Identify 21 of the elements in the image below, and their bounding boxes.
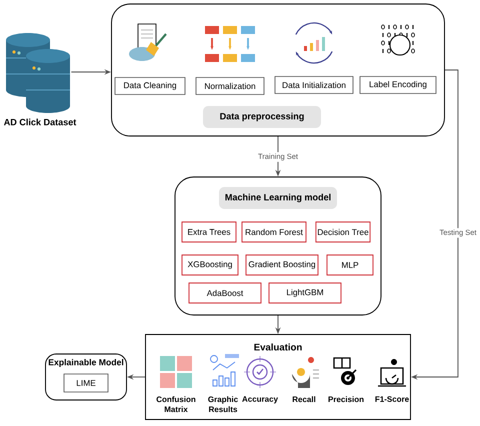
database-icon [5,33,71,113]
metric-label: F1-Score [375,396,409,402]
model-box: Random Forest [242,222,306,242]
model-box: MLP [326,254,374,276]
model-box: Extra Trees [182,222,236,242]
metric-label: Confusion Matrix [156,396,196,412]
metric-label: Recall [292,396,316,402]
model-box: AdaBoost [188,282,262,304]
model-box: XGBoosting [182,254,238,276]
model-box: LightGBM [268,282,342,304]
step-box: Data Cleaning [114,77,186,95]
model-box: Gradient Boosting [246,254,318,276]
metric-label: Graphic Results [208,396,238,412]
step-box: Data Initialization [274,76,354,94]
step-box: Normalization [196,77,264,95]
node-caption: AD Click Dataset [4,118,76,126]
metric-label: Accuracy [242,396,278,404]
model-box: Decision Tree [315,222,371,242]
step-box: Label Encoding [360,76,436,94]
metric-label: Precision [328,396,364,402]
step-box: LIME [64,374,108,392]
